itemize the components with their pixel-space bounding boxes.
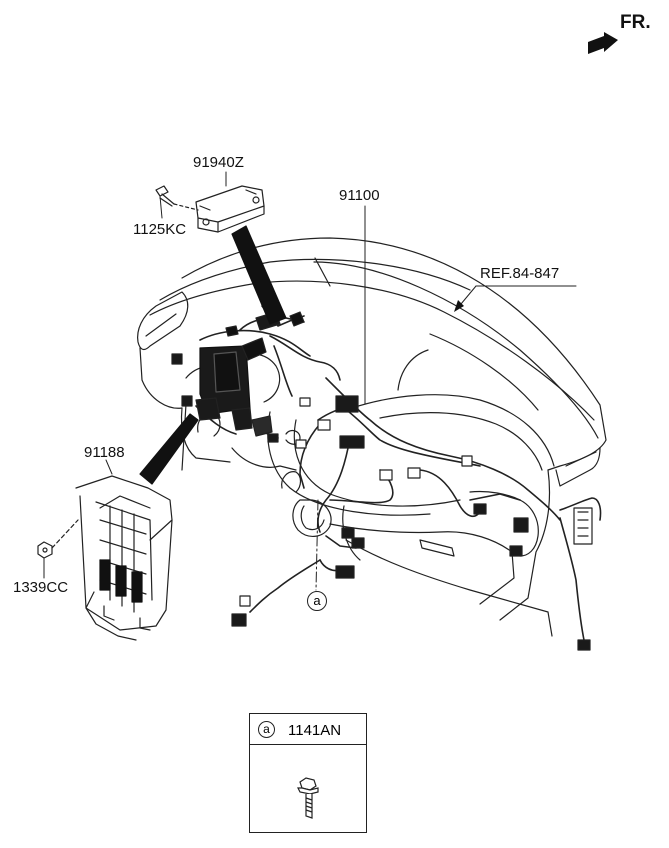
direction-label: FR. (620, 12, 651, 33)
harness-small-connectors (171, 353, 593, 651)
sensor-module-91940z (195, 185, 265, 233)
label-junction-box: 91188 (84, 444, 125, 461)
label-main-harness: 91100 (339, 187, 380, 204)
legend-header: a 1141AN (250, 714, 366, 745)
harness-connector-cluster (195, 311, 305, 437)
legend-marker: a (258, 721, 275, 738)
front-arrow-icon (588, 32, 618, 54)
legend-part-number: 1141AN (288, 722, 342, 739)
label-reference: REF.84-847 (480, 265, 560, 282)
nut-1339cc (37, 519, 79, 559)
label-nut: 1339CC (13, 579, 69, 596)
crash-pad-outline (137, 237, 607, 637)
junction-box-91188 (75, 475, 173, 641)
leader-lines (43, 171, 577, 591)
junction-box-pointer (139, 413, 199, 485)
label-sensor-module: 91940Z (193, 154, 244, 171)
callout-marker-a: a (307, 591, 327, 611)
bolt-1125kc (155, 185, 199, 211)
flange-bolt-icon (297, 777, 319, 819)
label-sensor-bolt: 1125KC (133, 221, 187, 238)
sensor-pointer (231, 225, 287, 325)
ref-arrow-head (454, 300, 464, 312)
legend-box: a 1141AN (249, 713, 367, 833)
